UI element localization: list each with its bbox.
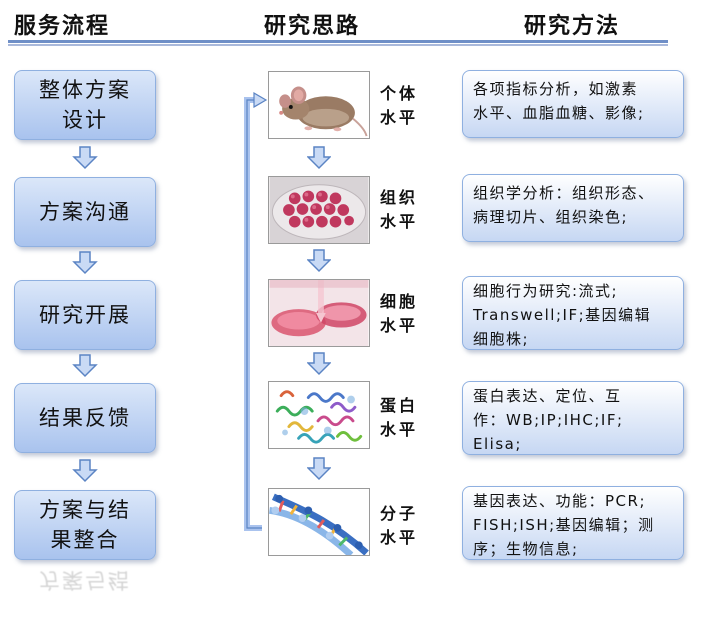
header-service-process: 服务流程	[14, 14, 111, 39]
down-arrow-icon	[72, 459, 98, 483]
method-tissue-level: 组织学分析：组织形态、 病理切片、组织染色;	[462, 174, 684, 242]
header-divider	[8, 40, 668, 43]
protein-structure-image	[268, 381, 370, 449]
down-arrow-icon	[72, 354, 98, 378]
step-research-execution: 研究开展	[14, 280, 156, 350]
level-label-individual: 个体 水平	[380, 84, 419, 127]
dna-helix-image	[268, 488, 370, 556]
down-arrow-icon	[307, 146, 331, 170]
down-arrow-icon	[72, 146, 98, 170]
method-protein-level: 蛋白表达、定位、互 作：WB;IP;IHC;IF; Elisa;	[462, 381, 684, 455]
method-cell-level: 细胞行为研究:流式; Transwell;IF;基因编辑 细胞株;	[462, 276, 684, 350]
level-label-protein: 蛋白 水平	[380, 396, 419, 439]
step-plan-result-integration: 方案与结 果整合	[14, 490, 156, 560]
down-arrow-icon	[72, 251, 98, 275]
level-label-tissue: 组织 水平	[380, 188, 419, 231]
level-label-molecule: 分子 水平	[380, 504, 419, 547]
down-arrow-icon	[307, 457, 331, 481]
mouse-image	[268, 71, 370, 139]
method-individual-level: 各项指标分析，如激素 水平、血脂血糖、影像;	[462, 70, 684, 138]
method-molecule-level: 基因表达、功能：PCR; FISH;ISH;基因编辑；测 序；生物信息;	[462, 486, 684, 560]
step-plan-communication: 方案沟通	[14, 177, 156, 247]
tissue-dish-image	[268, 176, 370, 244]
down-arrow-icon	[307, 249, 331, 273]
step-result-feedback: 结果反馈	[14, 383, 156, 453]
step-overall-plan-design: 整体方案 设计	[14, 70, 156, 140]
step-reflection: 方案与结	[39, 568, 131, 592]
header-divider-shadow	[8, 44, 668, 46]
cell-culture-image	[268, 279, 370, 347]
header-research-methods: 研究方法	[524, 14, 621, 39]
down-arrow-icon	[307, 352, 331, 376]
level-label-cell: 细胞 水平	[380, 292, 419, 335]
header-research-approach: 研究思路	[264, 14, 361, 39]
